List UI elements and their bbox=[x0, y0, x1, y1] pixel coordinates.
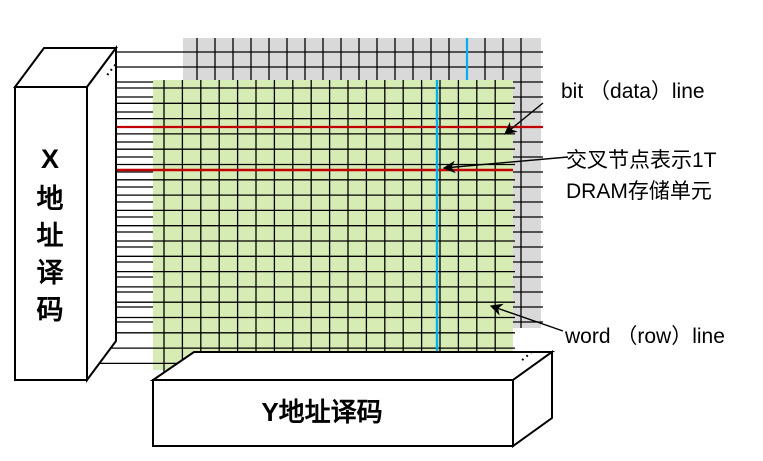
x-decoder-side-face bbox=[86, 44, 117, 384]
x-decoder-letter: X bbox=[41, 144, 59, 174]
x-decoder-front-face bbox=[14, 86, 88, 381]
annotations: bit （data）line 交叉节点表示1T DRAM存储单元 word （r… bbox=[442, 80, 725, 348]
bit-line-label: bit （data）line bbox=[561, 80, 705, 103]
cell-label-line-2: DRAM存储单元 bbox=[566, 180, 712, 203]
front-array-plane bbox=[153, 80, 515, 378]
bit-line-arrow bbox=[504, 102, 544, 135]
word-line-label: word （row）line bbox=[564, 325, 725, 348]
cell-label-line-1: 交叉节点表示1T bbox=[566, 149, 717, 172]
front-array-grid bbox=[153, 80, 515, 378]
x-decoder-block: ⋯ X 地 址 译 码 bbox=[13, 44, 124, 384]
y-decoder-front-face bbox=[152, 379, 514, 447]
y-decoder-block: ⋯ Y地址译码 bbox=[149, 343, 556, 448]
x-decoder-char-1: 地 bbox=[37, 184, 64, 214]
x-decoder-char-2: 址 bbox=[37, 221, 64, 251]
x-decoder-char-4: 码 bbox=[37, 295, 64, 325]
cell-arrow bbox=[442, 156, 569, 174]
x-decoder-char-3: 译 bbox=[37, 258, 65, 288]
word-line-arrow bbox=[489, 303, 564, 332]
front-array-background bbox=[153, 80, 513, 370]
y-decoder-top-face bbox=[149, 351, 556, 381]
y-decoder-label: Y地址译码 bbox=[261, 397, 382, 427]
